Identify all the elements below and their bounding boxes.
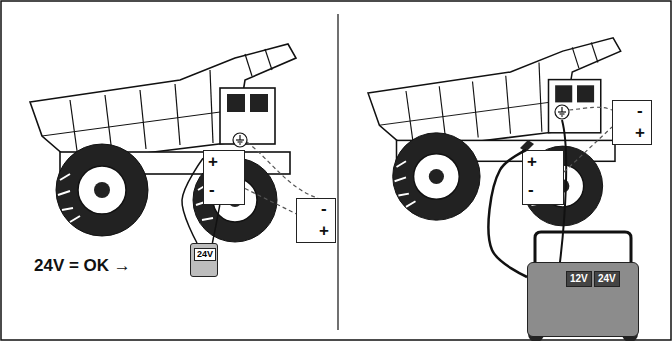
charger-cable [488, 150, 527, 277]
multimeter: 24V [190, 243, 218, 277]
charger-handle [535, 232, 631, 262]
battery: +- [203, 150, 245, 205]
ground-wire [247, 142, 318, 198]
ground-symbol [233, 133, 247, 147]
polarity-sign: - [321, 200, 327, 217]
battery: +- [522, 150, 564, 205]
dump-truck [30, 44, 296, 242]
ground-symbol [555, 105, 569, 119]
voltage-button: 24V [594, 271, 620, 287]
battery: -+ [612, 100, 652, 145]
battery-link [564, 127, 612, 172]
meter-reading: 24V [194, 248, 216, 261]
battery-link [245, 189, 296, 214]
polarity-sign: + [319, 222, 329, 239]
dump-truck [368, 38, 621, 226]
status-note: 24V = OK → [34, 256, 131, 276]
voltage-button: 12V [566, 271, 592, 287]
polarity-sign: + [635, 124, 645, 141]
polarity-sign: + [208, 153, 218, 170]
polarity-sign: - [637, 102, 643, 119]
ground-wire [569, 107, 612, 110]
polarity-sign: - [209, 181, 215, 198]
polarity-sign: + [527, 153, 537, 170]
panel-divider [337, 14, 338, 330]
polarity-sign: - [528, 181, 534, 198]
battery-charger: 12V24V [527, 262, 639, 337]
test-lead [212, 205, 219, 243]
test-lead [182, 158, 203, 243]
battery: -+ [296, 198, 336, 243]
